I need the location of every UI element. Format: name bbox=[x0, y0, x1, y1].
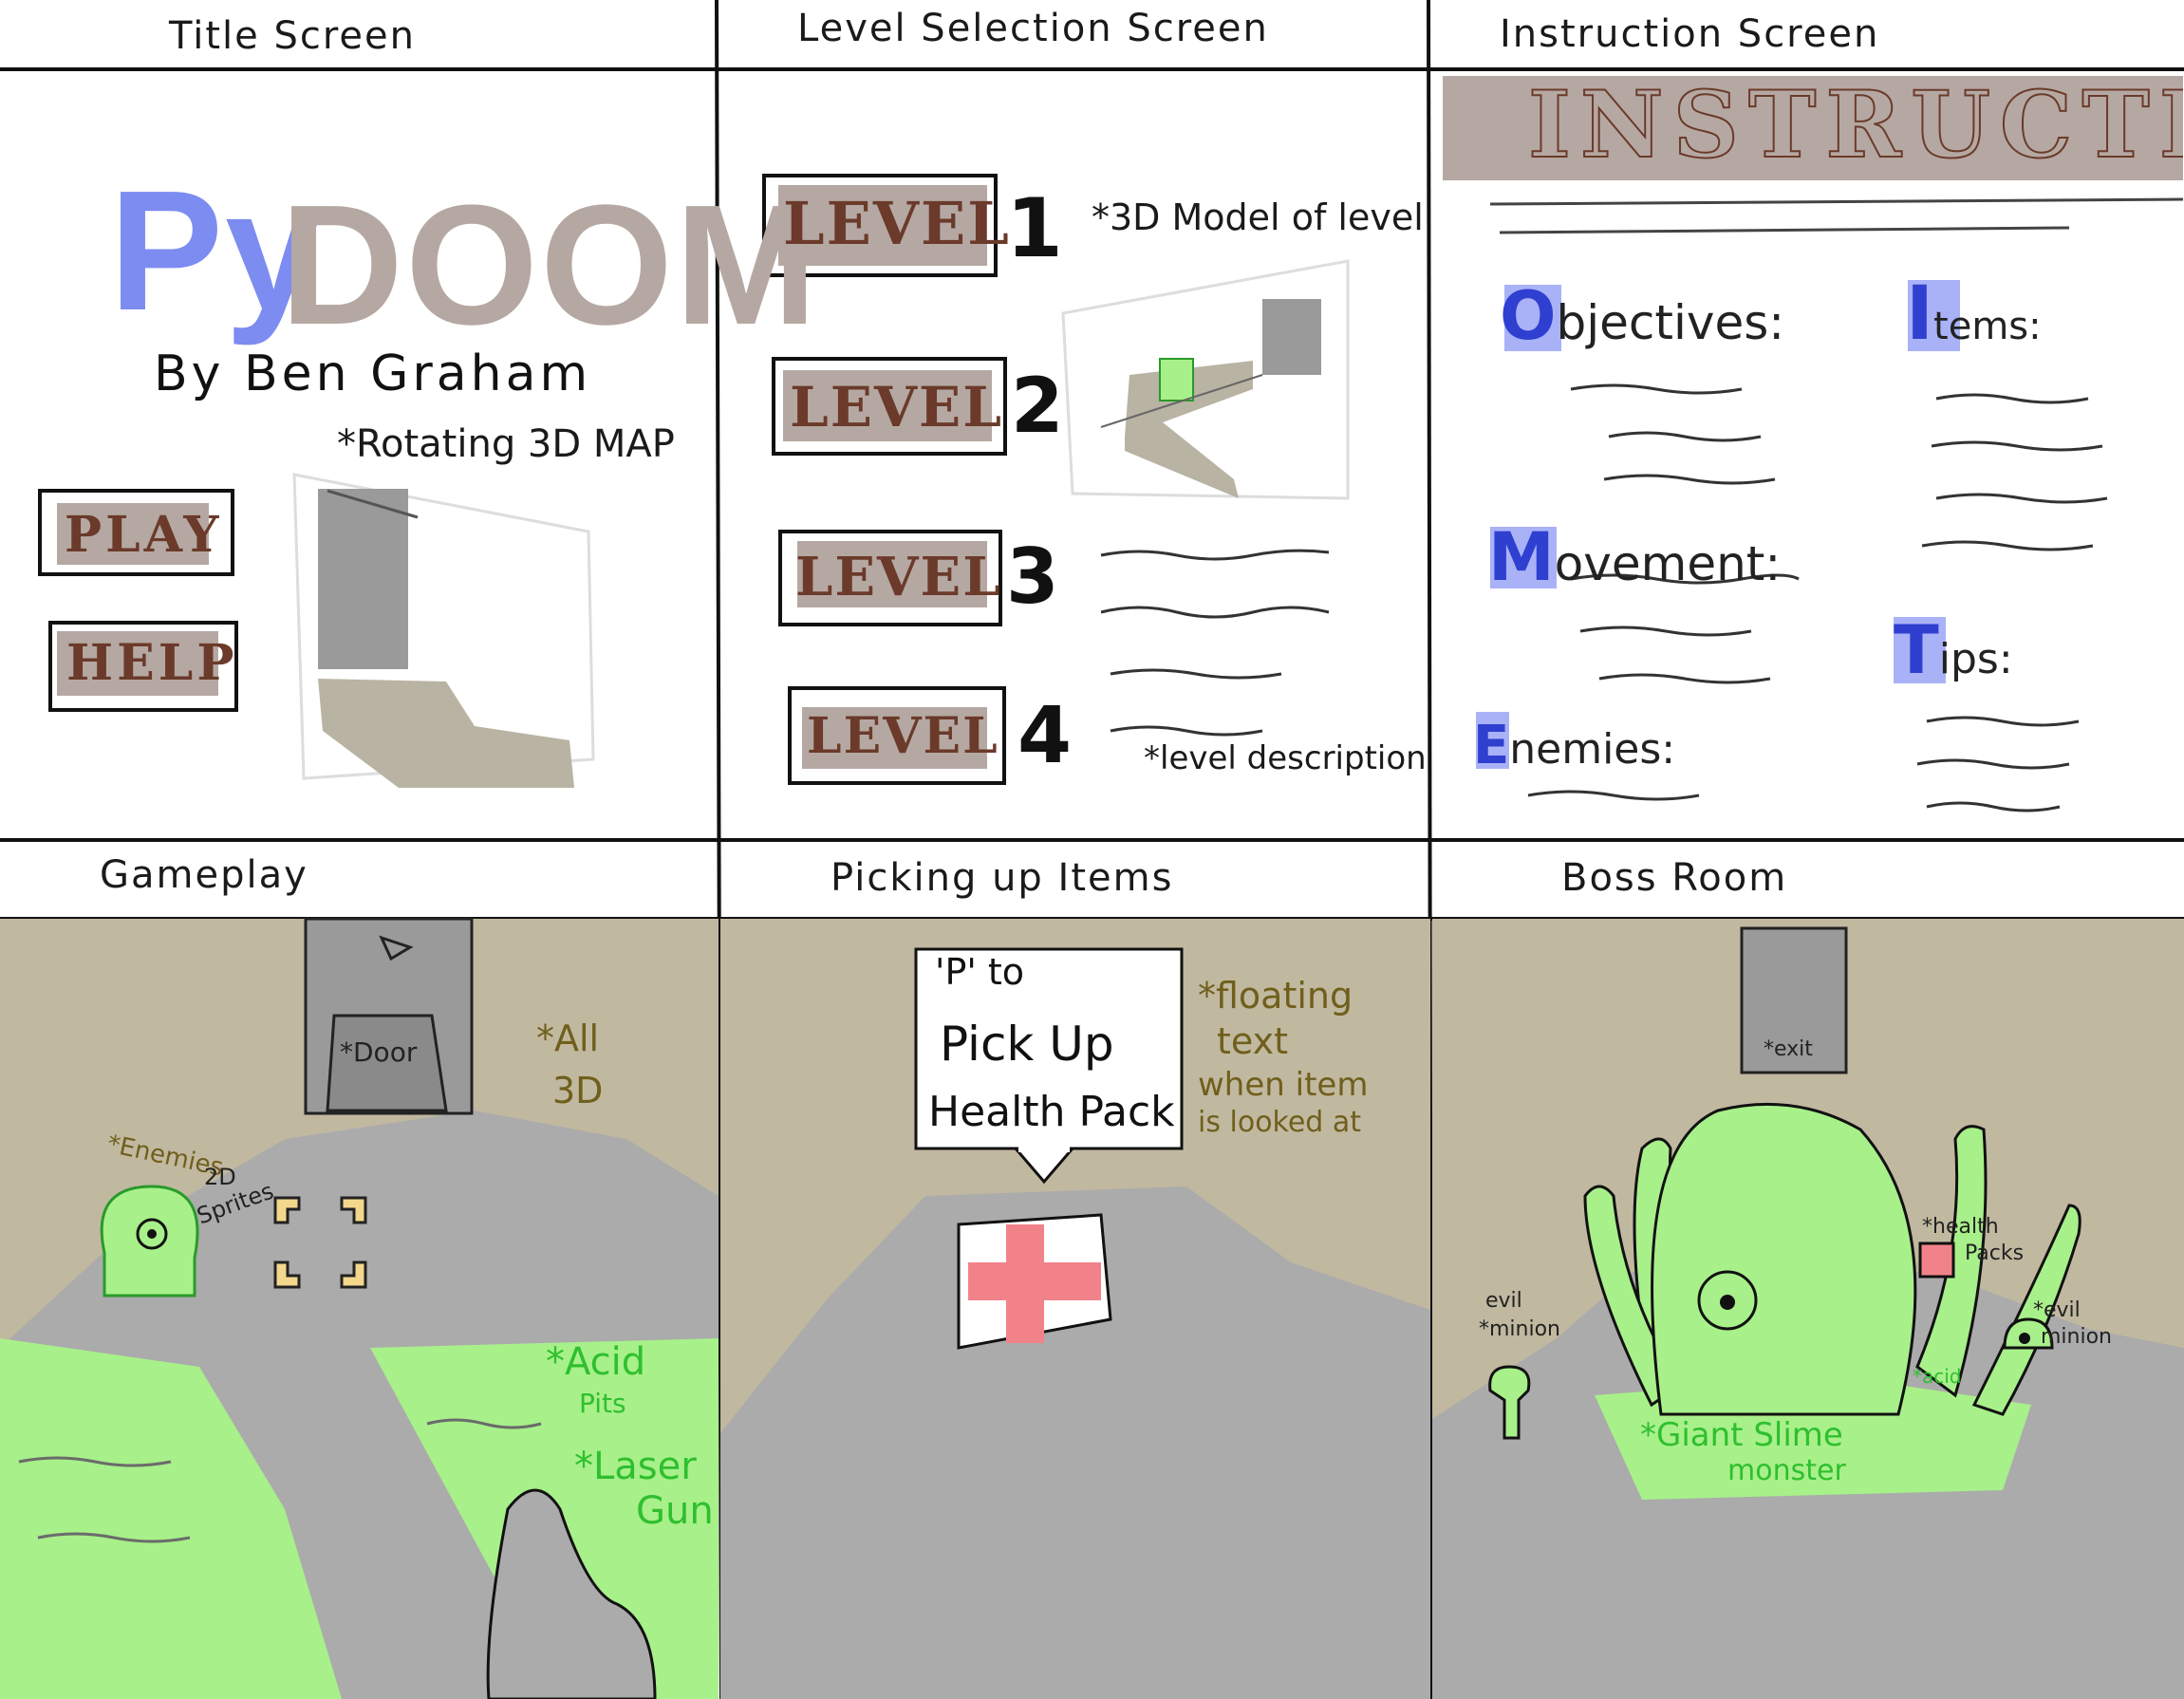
logo-py: Py bbox=[109, 156, 323, 346]
tips-initial: T bbox=[1894, 611, 1939, 689]
boss-room-heading: Boss Room bbox=[1561, 856, 1788, 900]
level-1-number: 1 bbox=[1006, 181, 1063, 276]
level-model-note: *3D Model of level bbox=[1092, 196, 1424, 238]
pickup-scene bbox=[720, 919, 1430, 1699]
instructions-banner: INSTRUCTIONS bbox=[1528, 80, 2183, 171]
enemies-label: nemies: bbox=[1509, 725, 1676, 774]
level-3-button[interactable]: LEVEL bbox=[795, 546, 1002, 608]
gameplay-scene bbox=[0, 917, 719, 1699]
boss-acid-note: *acid bbox=[1913, 1365, 1962, 1388]
items-section: Items: bbox=[1906, 277, 2042, 351]
tips-section: Tips: bbox=[1894, 617, 2013, 683]
rotating-map-note: *Rotating 3D MAP bbox=[337, 422, 675, 466]
items-initial: I bbox=[1906, 271, 1934, 357]
movement-section: Movement: bbox=[1488, 524, 1781, 590]
items-label: tems: bbox=[1933, 305, 2042, 348]
evil-minion-left-line2: *minion bbox=[1479, 1317, 1561, 1341]
acid-pits-note-line2: Pits bbox=[579, 1388, 626, 1419]
help-button[interactable]: HELP bbox=[66, 634, 238, 692]
laser-gun-note-line1: *Laser bbox=[574, 1445, 697, 1488]
rotating-map-sketch bbox=[292, 473, 595, 788]
instruction-screen-heading: Instruction Screen bbox=[1500, 12, 1880, 56]
objectives-initial: O bbox=[1500, 277, 1557, 355]
instruction-initial-highlights bbox=[1476, 280, 1960, 769]
level-4-frame bbox=[788, 686, 1006, 785]
level-4-button[interactable]: LEVEL bbox=[807, 707, 999, 765]
evil-minion-right-line2: minion bbox=[2041, 1325, 2113, 1349]
enemies-section: Enemies: bbox=[1473, 719, 1675, 773]
health-packs-note-line2: Packs bbox=[1965, 1242, 2025, 1265]
level-2-frame bbox=[772, 357, 1007, 456]
title-screen-heading: Title Screen bbox=[169, 14, 416, 58]
floating-text-note-line1: *floating bbox=[1198, 975, 1353, 1017]
level-2-number: 2 bbox=[1011, 362, 1064, 450]
pickup-prompt-line1: 'P' to bbox=[935, 951, 1025, 993]
acid-pits-note-line1: *Acid bbox=[546, 1340, 646, 1384]
level-2-button[interactable]: LEVEL bbox=[790, 375, 1003, 439]
logo-doom: DOOM bbox=[280, 170, 819, 361]
level-4-number: 4 bbox=[1017, 691, 1073, 781]
level-selection-heading: Level Selection Screen bbox=[797, 7, 1269, 50]
floating-text-note-line2: text bbox=[1217, 1020, 1288, 1062]
all-3d-note-line2: 3D bbox=[552, 1070, 604, 1111]
title-help-button-frame bbox=[48, 621, 238, 712]
play-button[interactable]: PLAY bbox=[65, 506, 223, 564]
laser-gun-note-line2: Gun bbox=[636, 1489, 714, 1533]
objectives-label: bjectives: bbox=[1556, 295, 1785, 350]
pickup-prompt-line2: Pick Up bbox=[940, 1017, 1114, 1072]
gameplay-heading: Gameplay bbox=[100, 853, 308, 897]
level-1-frame bbox=[762, 174, 998, 277]
tips-label: ips: bbox=[1938, 635, 2013, 683]
level-model-sketch bbox=[1061, 259, 1350, 500]
door-note: *Door bbox=[340, 1036, 418, 1068]
pickup-prompt-line3: Health Pack bbox=[928, 1088, 1175, 1136]
picking-up-items-heading: Picking up Items bbox=[831, 856, 1174, 900]
level-1-button[interactable]: LEVEL bbox=[783, 189, 1011, 258]
level-3-frame bbox=[778, 530, 1002, 626]
floating-text-note-line3: when item bbox=[1198, 1066, 1369, 1104]
level-description-note: *level description bbox=[1144, 739, 1427, 777]
enemies-initial: E bbox=[1473, 715, 1510, 776]
title-play-button-frame bbox=[38, 489, 234, 576]
level-description-squiggles bbox=[1100, 549, 1330, 737]
author-credit: By Ben Graham bbox=[154, 345, 592, 402]
sprites-note-line1: 2D bbox=[204, 1164, 236, 1190]
giant-slime-note-line2: monster bbox=[1727, 1454, 1846, 1487]
health-packs-note-line1: *health bbox=[1922, 1215, 1999, 1239]
floating-text-note-line4: is looked at bbox=[1198, 1106, 1362, 1139]
evil-minion-right-line1: *evil bbox=[2033, 1298, 2081, 1322]
exit-note: *exit bbox=[1764, 1037, 1813, 1061]
instructions-rules bbox=[1489, 197, 2184, 234]
movement-initial: M bbox=[1488, 518, 1555, 596]
instruction-squiggles bbox=[1527, 383, 2108, 812]
giant-slime-note-line1: *Giant Slime bbox=[1640, 1416, 1843, 1454]
level-3-number: 3 bbox=[1006, 532, 1059, 621]
instructions-banner-bg bbox=[1443, 76, 2183, 180]
objectives-section: Objectives: bbox=[1500, 283, 1784, 349]
all-3d-note-line1: *All bbox=[536, 1018, 600, 1059]
evil-minion-left-line1: evil bbox=[1485, 1289, 1522, 1313]
boss-scene bbox=[1432, 919, 2184, 1699]
movement-label: ovement: bbox=[1554, 536, 1782, 591]
